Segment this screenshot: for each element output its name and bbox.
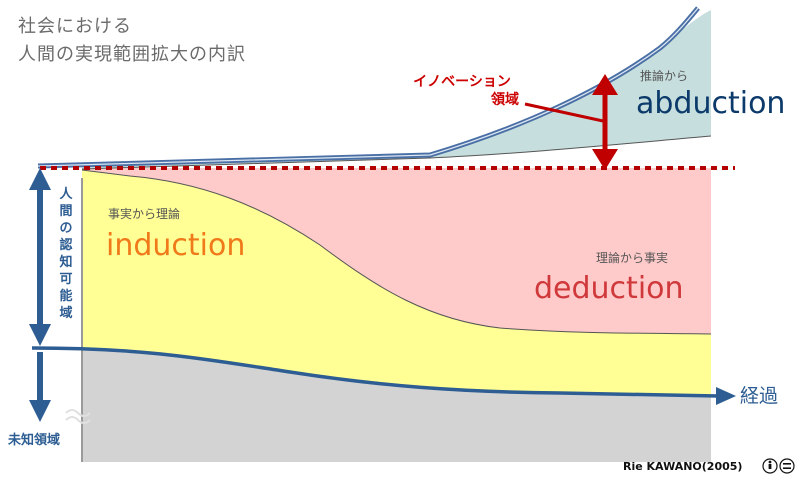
- nd-icon: [779, 458, 795, 474]
- induction-sub-label: 事実から理論: [108, 206, 180, 221]
- deduction-label: deduction: [534, 271, 684, 306]
- abduction-label: abduction: [636, 86, 785, 121]
- unknown-arrow-down-head: [29, 400, 51, 422]
- credit-text: Rie KAWANO(2005): [623, 460, 742, 473]
- title-line-1: 社会における: [18, 16, 132, 37]
- cognizable-char: 能: [59, 288, 72, 304]
- cognizable-char: 人: [59, 186, 73, 202]
- cognizable-char: 認: [59, 237, 72, 253]
- cognizable-char: 可: [59, 272, 72, 287]
- unknown-label: 未知領域: [7, 432, 60, 448]
- abduction-region: [82, 10, 711, 169]
- deduction-sub-label: 理論から事実: [596, 250, 668, 265]
- innovation-arrow-down-head: [592, 149, 618, 170]
- innovation-pointer-line: [524, 102, 604, 123]
- time-label: 経過: [740, 385, 778, 407]
- abduction-lower-boundary: [81, 135, 712, 170]
- title-line-2: 人間の実現範囲拡大の内訳: [18, 44, 246, 65]
- time-axis-arrow: [31, 346, 719, 398]
- unknown-region: [82, 348, 711, 462]
- cognizable-arrow-down-head: [29, 324, 51, 346]
- innovation-frontier-highlight: [37, 7, 699, 167]
- time-axis-arrow-head: [716, 387, 736, 405]
- induction-label: induction: [106, 228, 245, 263]
- innovation-label-line-2: 領域: [491, 91, 519, 108]
- cognizable-char: 知: [59, 254, 72, 270]
- induction-boundary: [81, 169, 712, 335]
- cognizable-label: 人 間 の 認 知 可 能 域: [59, 186, 73, 321]
- axis-break-mark: [65, 416, 91, 424]
- cognizable-char: 域: [59, 305, 72, 321]
- innovation-label-line-1: イノベーション: [413, 74, 511, 90]
- abduction-sub-label: 推論から: [640, 68, 688, 83]
- axis-break-mark: [65, 409, 91, 417]
- by-icon: [762, 458, 778, 474]
- innovation-arrow-up-head: [592, 74, 618, 95]
- cognizable-char: 間: [59, 204, 72, 219]
- cognizable-arrow-up-head: [29, 168, 51, 190]
- cognizable-char: の: [59, 221, 72, 236]
